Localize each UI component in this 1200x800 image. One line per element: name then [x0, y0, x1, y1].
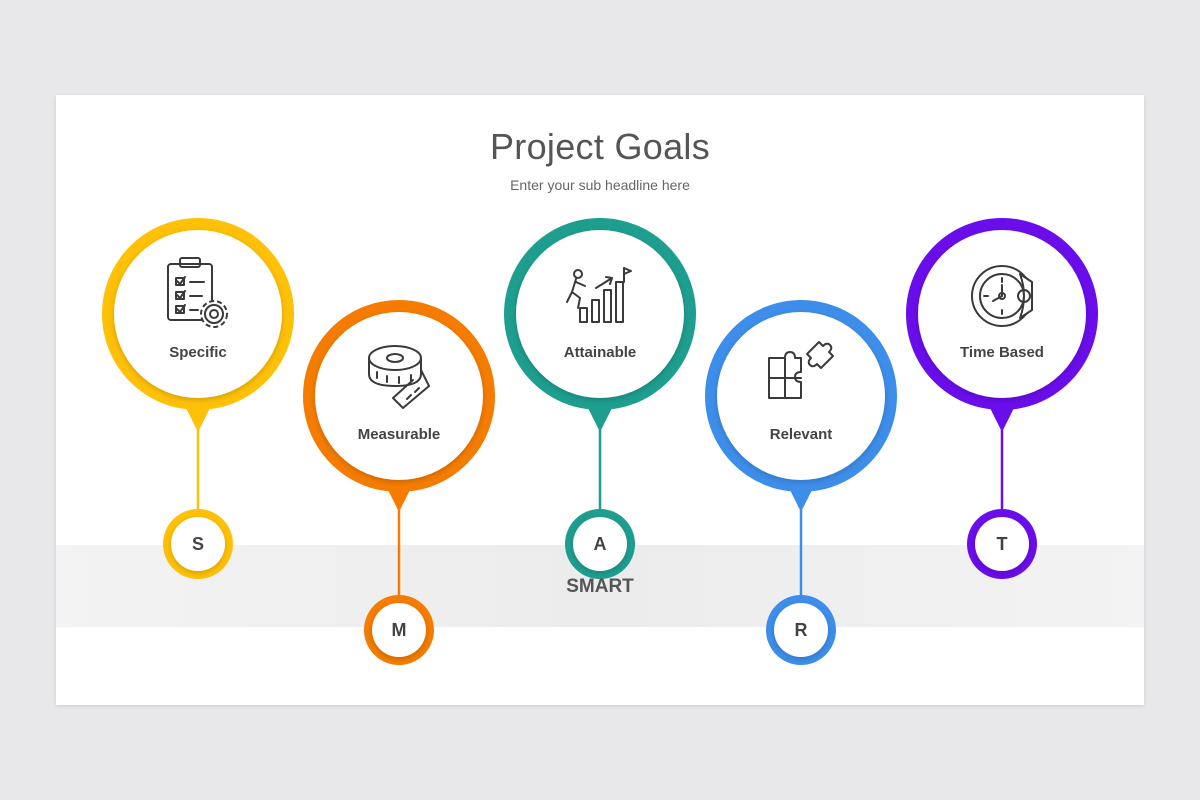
letter-inner — [975, 517, 1029, 571]
pin-tip — [184, 404, 212, 432]
goal-time-based: Time Based T — [906, 218, 1098, 579]
goal-specific: Specific S — [102, 218, 294, 579]
puzzle-pieces-icon — [768, 341, 834, 399]
page-subtitle: Enter your sub headline here — [510, 177, 690, 193]
goal-letter: R — [795, 620, 808, 640]
goal-label: Time Based — [960, 344, 1044, 361]
goal-measurable: Measurable M — [303, 300, 495, 665]
goal-inner-circle — [315, 312, 483, 480]
goal-relevant: Relevant R — [705, 300, 897, 665]
goal-letter: A — [594, 534, 607, 554]
goal-label: Attainable — [564, 344, 637, 361]
goal-attainable: Attainable A — [504, 218, 696, 579]
smart-label: SMART — [566, 576, 634, 597]
goal-label: Measurable — [358, 426, 441, 443]
goal-letter: M — [392, 620, 407, 640]
letter-inner — [573, 517, 627, 571]
goal-inner-circle — [114, 230, 282, 398]
page-title: Project Goals — [490, 126, 710, 167]
goal-label: Specific — [169, 344, 227, 361]
letter-inner — [372, 603, 426, 657]
letter-inner — [774, 603, 828, 657]
letter-inner — [171, 517, 225, 571]
goal-label: Relevant — [770, 426, 833, 443]
pin-tip — [586, 404, 614, 432]
goal-letter: S — [192, 534, 204, 554]
clipboard-checklist-gear-icon — [167, 257, 228, 328]
climbing-bar-chart-flag-icon — [566, 267, 632, 323]
goal-letter: T — [997, 534, 1008, 554]
measuring-tape-icon — [368, 345, 430, 409]
pin-tip — [988, 404, 1016, 432]
clock-gear-icon — [971, 265, 1033, 327]
